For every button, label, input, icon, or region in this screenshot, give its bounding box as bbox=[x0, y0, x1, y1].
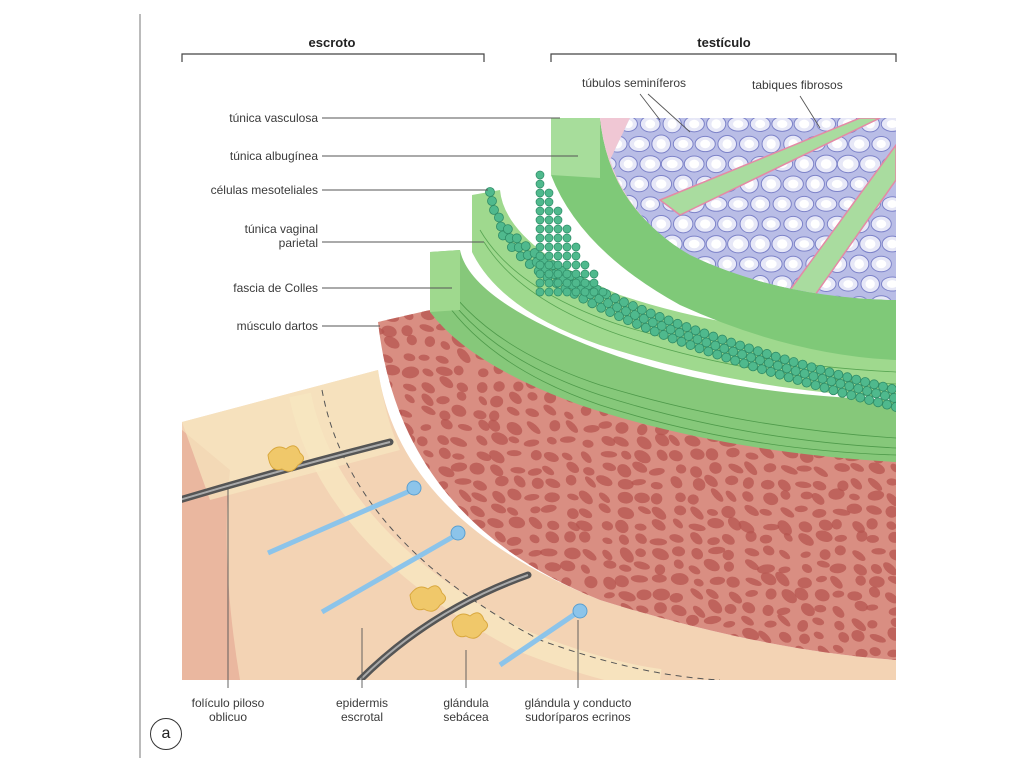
colles-edge bbox=[430, 250, 460, 312]
label-sudoriparas-line-2: sudoríparos ecrinos bbox=[525, 710, 631, 724]
leader-lines bbox=[227, 93, 821, 688]
label-celulas-mesoteliales: células mesoteliales bbox=[210, 183, 318, 197]
label-epidermis-line-1: epidermis bbox=[335, 696, 389, 710]
albuginea-edge bbox=[551, 118, 600, 178]
label-tubulos-seminiferos: túbulos seminíferos bbox=[582, 76, 687, 90]
escroto-bracket bbox=[181, 53, 485, 62]
label-vaginal-line-2: parietal bbox=[278, 236, 318, 250]
label-vaginal-line-1: túnica vaginal bbox=[244, 222, 318, 236]
panel-letter: a bbox=[150, 718, 182, 750]
label-sebacea-line-2: sebácea bbox=[443, 710, 489, 724]
group-label-testiculo: testículo bbox=[697, 35, 751, 50]
tunica-albuginea bbox=[551, 118, 896, 360]
sweat-duct-1 bbox=[266, 487, 414, 556]
label-glandula-sudoriparas: glándula y conducto sudoríparos ecrinos bbox=[508, 696, 648, 724]
leader-tubulos bbox=[639, 93, 661, 121]
label-tunica-albuginea: túnica albugínea bbox=[229, 149, 318, 163]
tunica-vaginal-parietal bbox=[472, 190, 896, 398]
colles-fascia bbox=[430, 250, 896, 462]
label-musculo-dartos: músculo dartos bbox=[236, 319, 318, 333]
label-tabiques-fibrosos: tabiques fibrosos bbox=[752, 78, 843, 92]
label-glandula-sebacea: glándula sebácea bbox=[416, 696, 516, 724]
epidermis-boundary bbox=[321, 389, 721, 680]
skin-appendages bbox=[182, 438, 588, 680]
label-fascia-colles: fascia de Colles bbox=[233, 281, 318, 295]
label-tunica-vasculosa: túnica vasculosa bbox=[229, 111, 318, 125]
layered-block bbox=[182, 118, 896, 680]
label-sebacea-line-1: glándula bbox=[443, 696, 489, 710]
sweat-duct-3 bbox=[498, 609, 580, 668]
mesothelial-cells bbox=[485, 170, 896, 412]
sebaceous-glands bbox=[267, 445, 488, 639]
leader-tabiques bbox=[799, 95, 821, 129]
label-foliculo-line-1: folículo piloso bbox=[191, 696, 265, 710]
label-sudoriparas-line-1: glándula y conducto bbox=[524, 696, 632, 710]
label-epidermis-escrotal: epidermis escrotal bbox=[302, 696, 422, 724]
label-tunica-vaginal-parietal: túnica vaginal parietal bbox=[150, 222, 318, 250]
label-foliculo-line-2: oblicuo bbox=[208, 710, 248, 724]
colles-striations bbox=[435, 269, 896, 456]
label-foliculo-piloso: folículo piloso oblicuo bbox=[168, 696, 288, 724]
testiculo-bracket bbox=[550, 53, 897, 62]
label-epidermis-line-2: escrotal bbox=[340, 710, 384, 724]
group-label-escroto: escroto bbox=[308, 35, 356, 50]
epidermis-top bbox=[182, 370, 400, 500]
sweat-duct-2 bbox=[320, 532, 458, 615]
fibrous-septum-1 bbox=[658, 118, 881, 216]
